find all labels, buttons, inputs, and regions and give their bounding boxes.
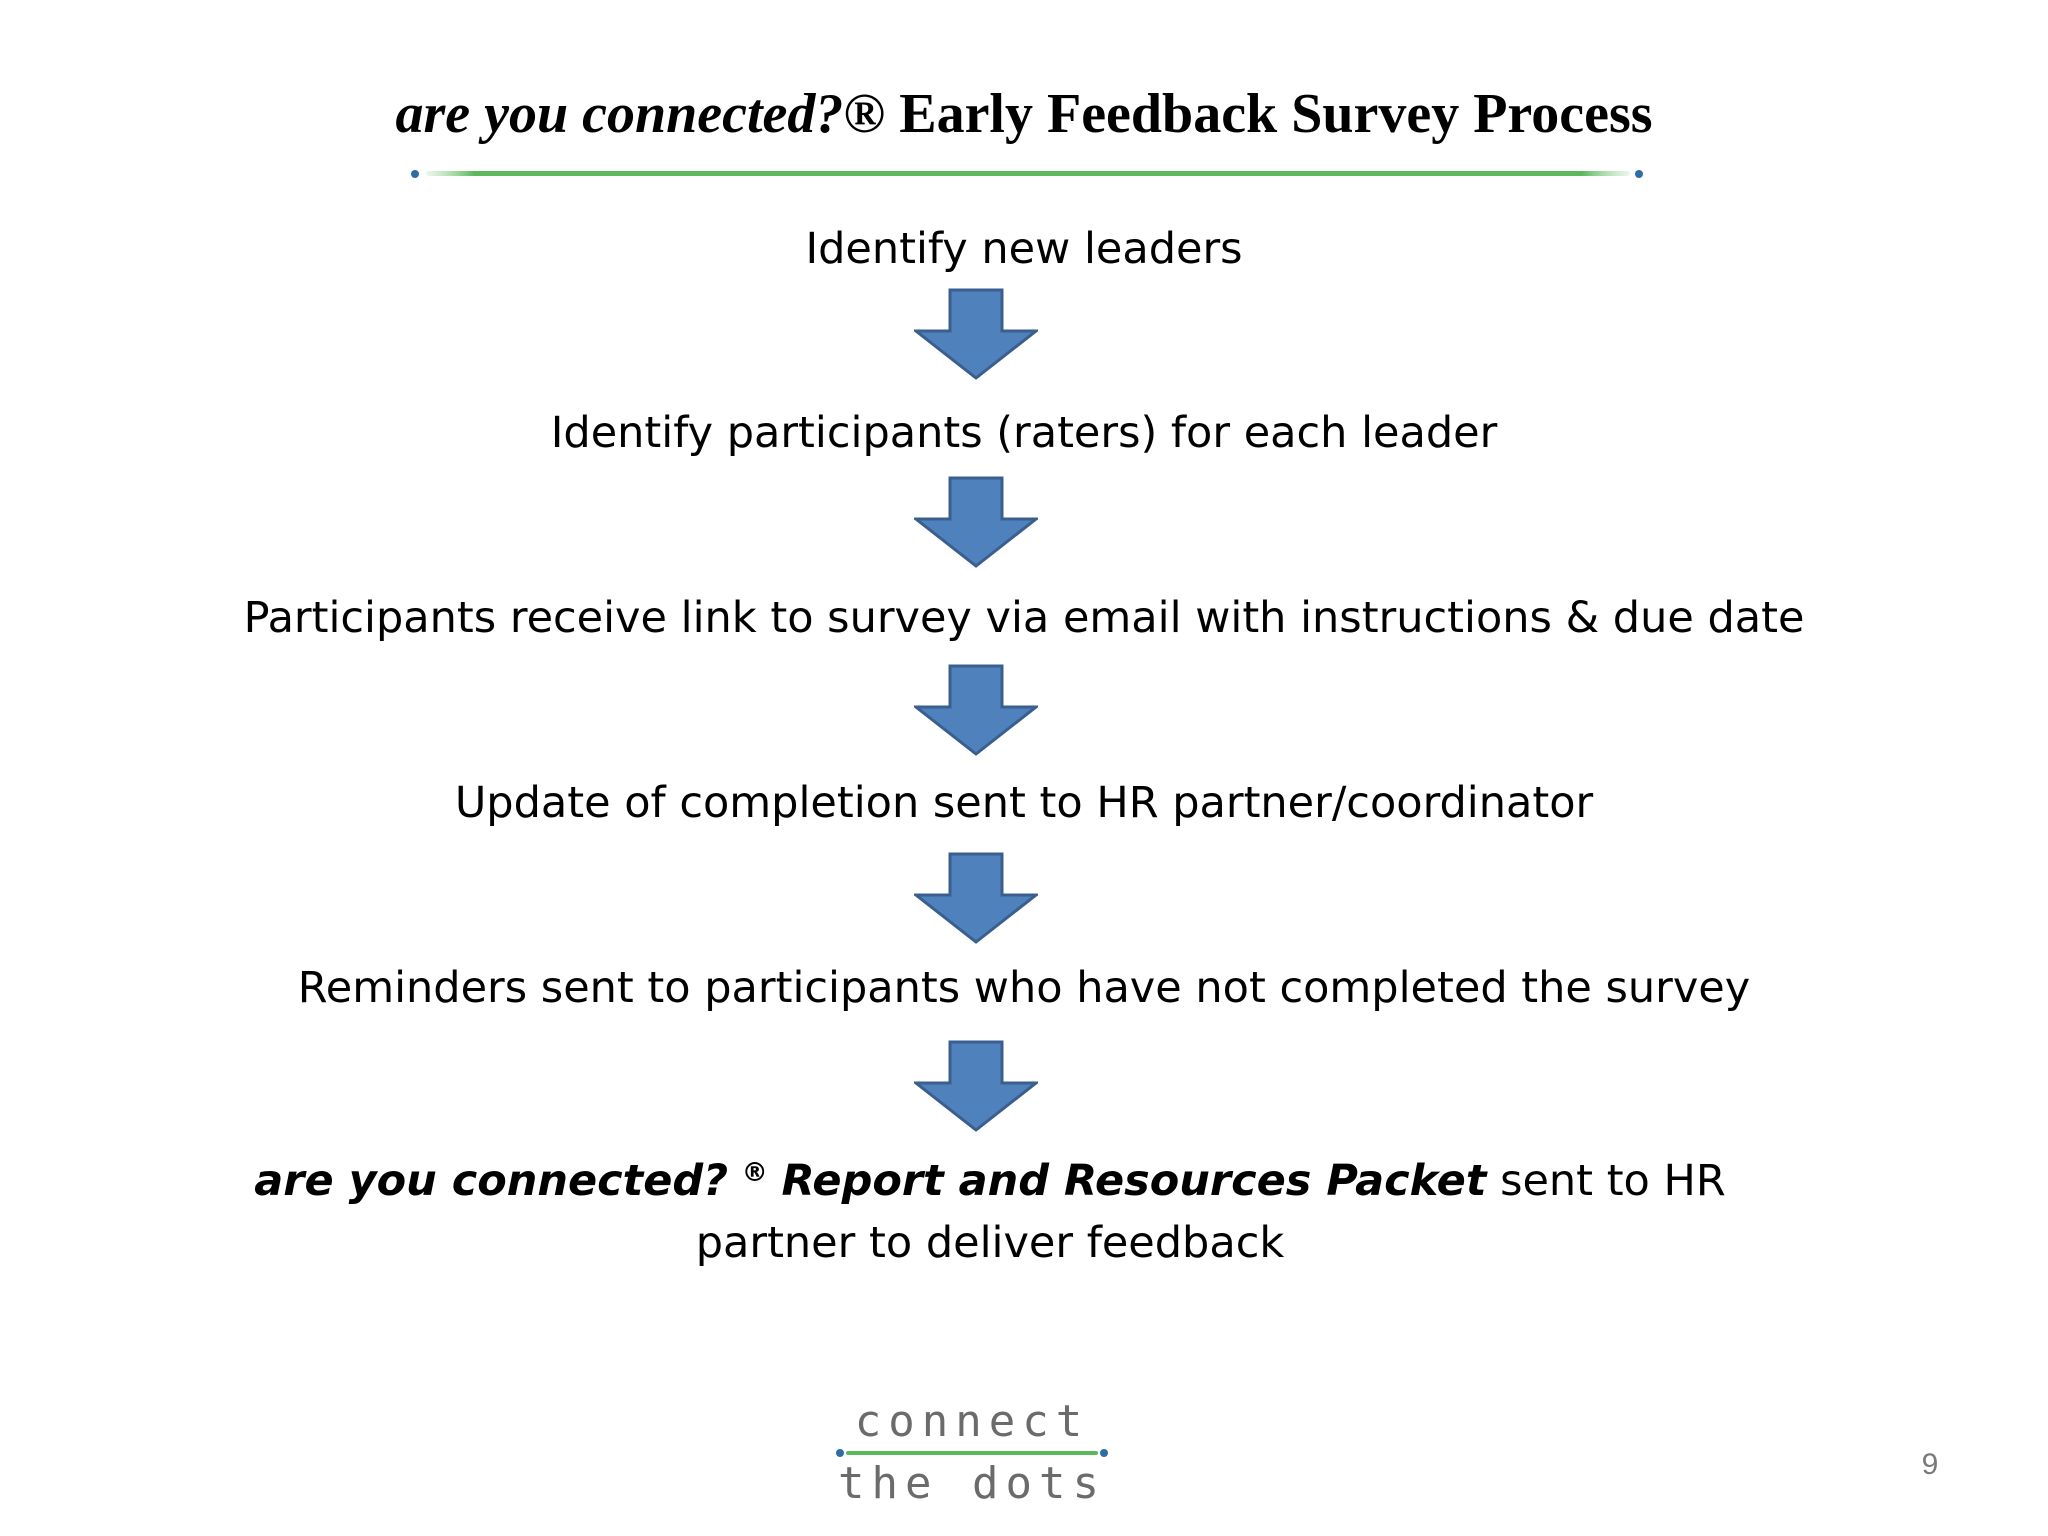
step-6-body: sent to HR partner to deliver feedback	[695, 1156, 1726, 1268]
down-arrow-icon	[914, 288, 1038, 380]
logo-line-2: the dots	[838, 1458, 1106, 1509]
step-5-text: Reminders sent to participants who have …	[297, 963, 1751, 1013]
report-name: Report and Resources Packet	[781, 1156, 1487, 1206]
brand-name: are you connected?	[254, 1156, 729, 1206]
title-text: Early Feedback Survey Process	[899, 83, 1653, 145]
registered-mark: ®	[741, 1158, 768, 1188]
slide-title: are you connected?® Early Feedback Surve…	[0, 76, 2048, 152]
title-brand: are you connected?®	[395, 83, 886, 145]
down-arrow-icon	[914, 1040, 1038, 1132]
step-6-text: are you connected? ® Report and Resource…	[200, 1142, 1780, 1274]
connect-the-dots-logo: connect the dots	[834, 1398, 1110, 1508]
step-1-text: Identify new leaders	[805, 224, 1243, 274]
page-number: 9	[1921, 1448, 1939, 1481]
down-arrow-icon	[914, 664, 1038, 756]
logo-line-1: connect	[854, 1396, 1090, 1447]
down-arrow-icon	[914, 476, 1038, 568]
title-divider	[411, 170, 1643, 178]
step-2-text: Identify participants (raters) for each …	[550, 408, 1498, 458]
step-3-text: Participants receive link to survey via …	[243, 593, 1805, 643]
step-4-text: Update of completion sent to HR partner/…	[454, 778, 1594, 828]
down-arrow-icon	[914, 852, 1038, 944]
logo-divider	[836, 1449, 1108, 1457]
